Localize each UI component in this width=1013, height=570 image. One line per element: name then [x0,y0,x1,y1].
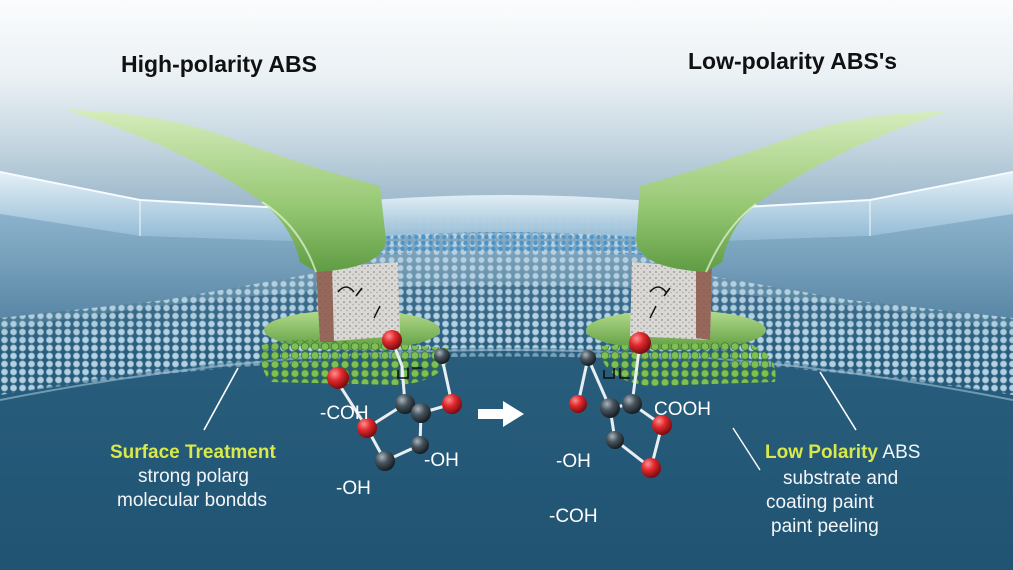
right-brush [636,112,946,272]
left-group-2: -OH [424,450,459,471]
left-group-3: -OH [336,478,371,499]
right-green-cluster [600,342,776,386]
center-coating-strip [318,195,690,242]
left-oxygen-atom-3 [442,394,462,414]
left-caption-line-2: molecular bondds [117,490,267,511]
left-leader-line [203,367,239,431]
right-oxygen-atom-3 [652,415,672,435]
left-caption-line-1: strong polarg [138,466,249,487]
left-coating-block [316,262,400,342]
right-group-2: -OH [556,451,591,472]
right-oxygen-atom-4 [641,458,661,478]
left-brush [66,110,386,272]
right-caption-line-1: substrate and [783,468,899,489]
left-carbon-atom-1 [395,394,415,414]
left-coating-panel [0,171,322,318]
right-carbon-atom-2 [600,398,620,418]
right-caption-line-3: paint peeling [771,516,879,537]
right-carbon-atom-3 [622,394,642,414]
left-oxygen-atom-4 [357,418,377,438]
left-oxygen-atom-1 [382,330,402,350]
right-carbon-atom-4 [606,431,624,449]
left-carbon-atom-4 [375,451,395,471]
right-caption-heading: Low Polarity ABS [765,442,920,464]
right-leader-line [819,371,857,431]
left-title: High-polarity ABS [121,51,317,77]
left-carbon-atom-3 [411,436,429,454]
right-arrow-icon [478,401,524,427]
right-group-1: COOH [654,399,711,420]
right-coating-block [630,262,712,340]
right-leader-line-2 [732,427,761,471]
right-group-3: -COH [549,506,598,527]
right-caption-heading-highlight: Low Polarity [765,442,878,463]
left-carbon-atom-5 [434,348,450,364]
right-oxygen-atom-1 [629,332,651,354]
left-caption-heading: Surface Treatment [110,442,276,463]
right-caption-line-2: coating paint [766,492,874,513]
right-oxygen-atom-2 [569,395,587,413]
left-carbon-atom-2 [411,403,431,423]
right-coating-panel [688,171,1013,318]
right-carbon-atom-1 [580,350,596,366]
right-title: Low-polarity ABS's [688,48,898,74]
left-group-1: -COH [320,403,369,424]
right-caption-heading-rest: ABS [882,442,921,463]
left-green-cluster [261,339,450,385]
left-oxygen-atom-2 [327,367,349,389]
